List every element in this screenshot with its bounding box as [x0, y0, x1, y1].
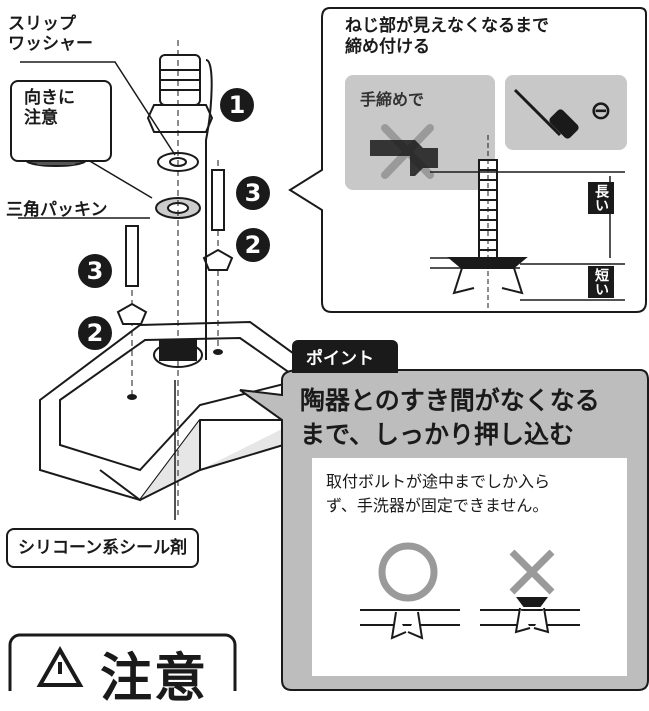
wing-nuts	[116, 248, 234, 325]
triangle-packing-label: 三角パッキン	[6, 200, 108, 220]
warning-triangle-icon	[36, 645, 84, 687]
point-note: 取付ボルトが途中までしか入ら ず、手洗器が固定できません。	[326, 472, 551, 515]
step-1-marker: 1	[220, 88, 254, 122]
point-heading: 陶器とのすき間がなくなる まで、しっかり押し込む	[300, 386, 600, 449]
step-2-marker-right: 2	[236, 228, 270, 262]
basin-body	[39, 320, 332, 502]
short-label: 短い	[588, 266, 614, 298]
step-3-marker-left: 3	[78, 254, 112, 288]
orientation-note-box: 向きに 注意	[10, 80, 112, 162]
caution-text: 注意	[100, 649, 209, 709]
by-hand-label: 手締めで	[360, 90, 425, 109]
drain-fitting	[146, 54, 214, 133]
screwdriver-minus-icon: ⊖	[590, 96, 612, 126]
bolts	[125, 169, 225, 287]
silicone-sealant-label: シリコーン系シール剤	[6, 528, 200, 568]
mount-holes	[127, 349, 223, 400]
long-label: 長い	[588, 182, 614, 214]
step-2-marker-left: 2	[78, 316, 112, 350]
point-tag: ポイント	[292, 340, 398, 373]
step-3-marker-right: 3	[236, 176, 270, 210]
slip-washer-label: スリップ ワッシャー	[8, 14, 93, 54]
tip-text: ねじ部が見えなくなるまで 締め付ける	[345, 16, 549, 57]
assembly-illustration	[8, 7, 649, 691]
